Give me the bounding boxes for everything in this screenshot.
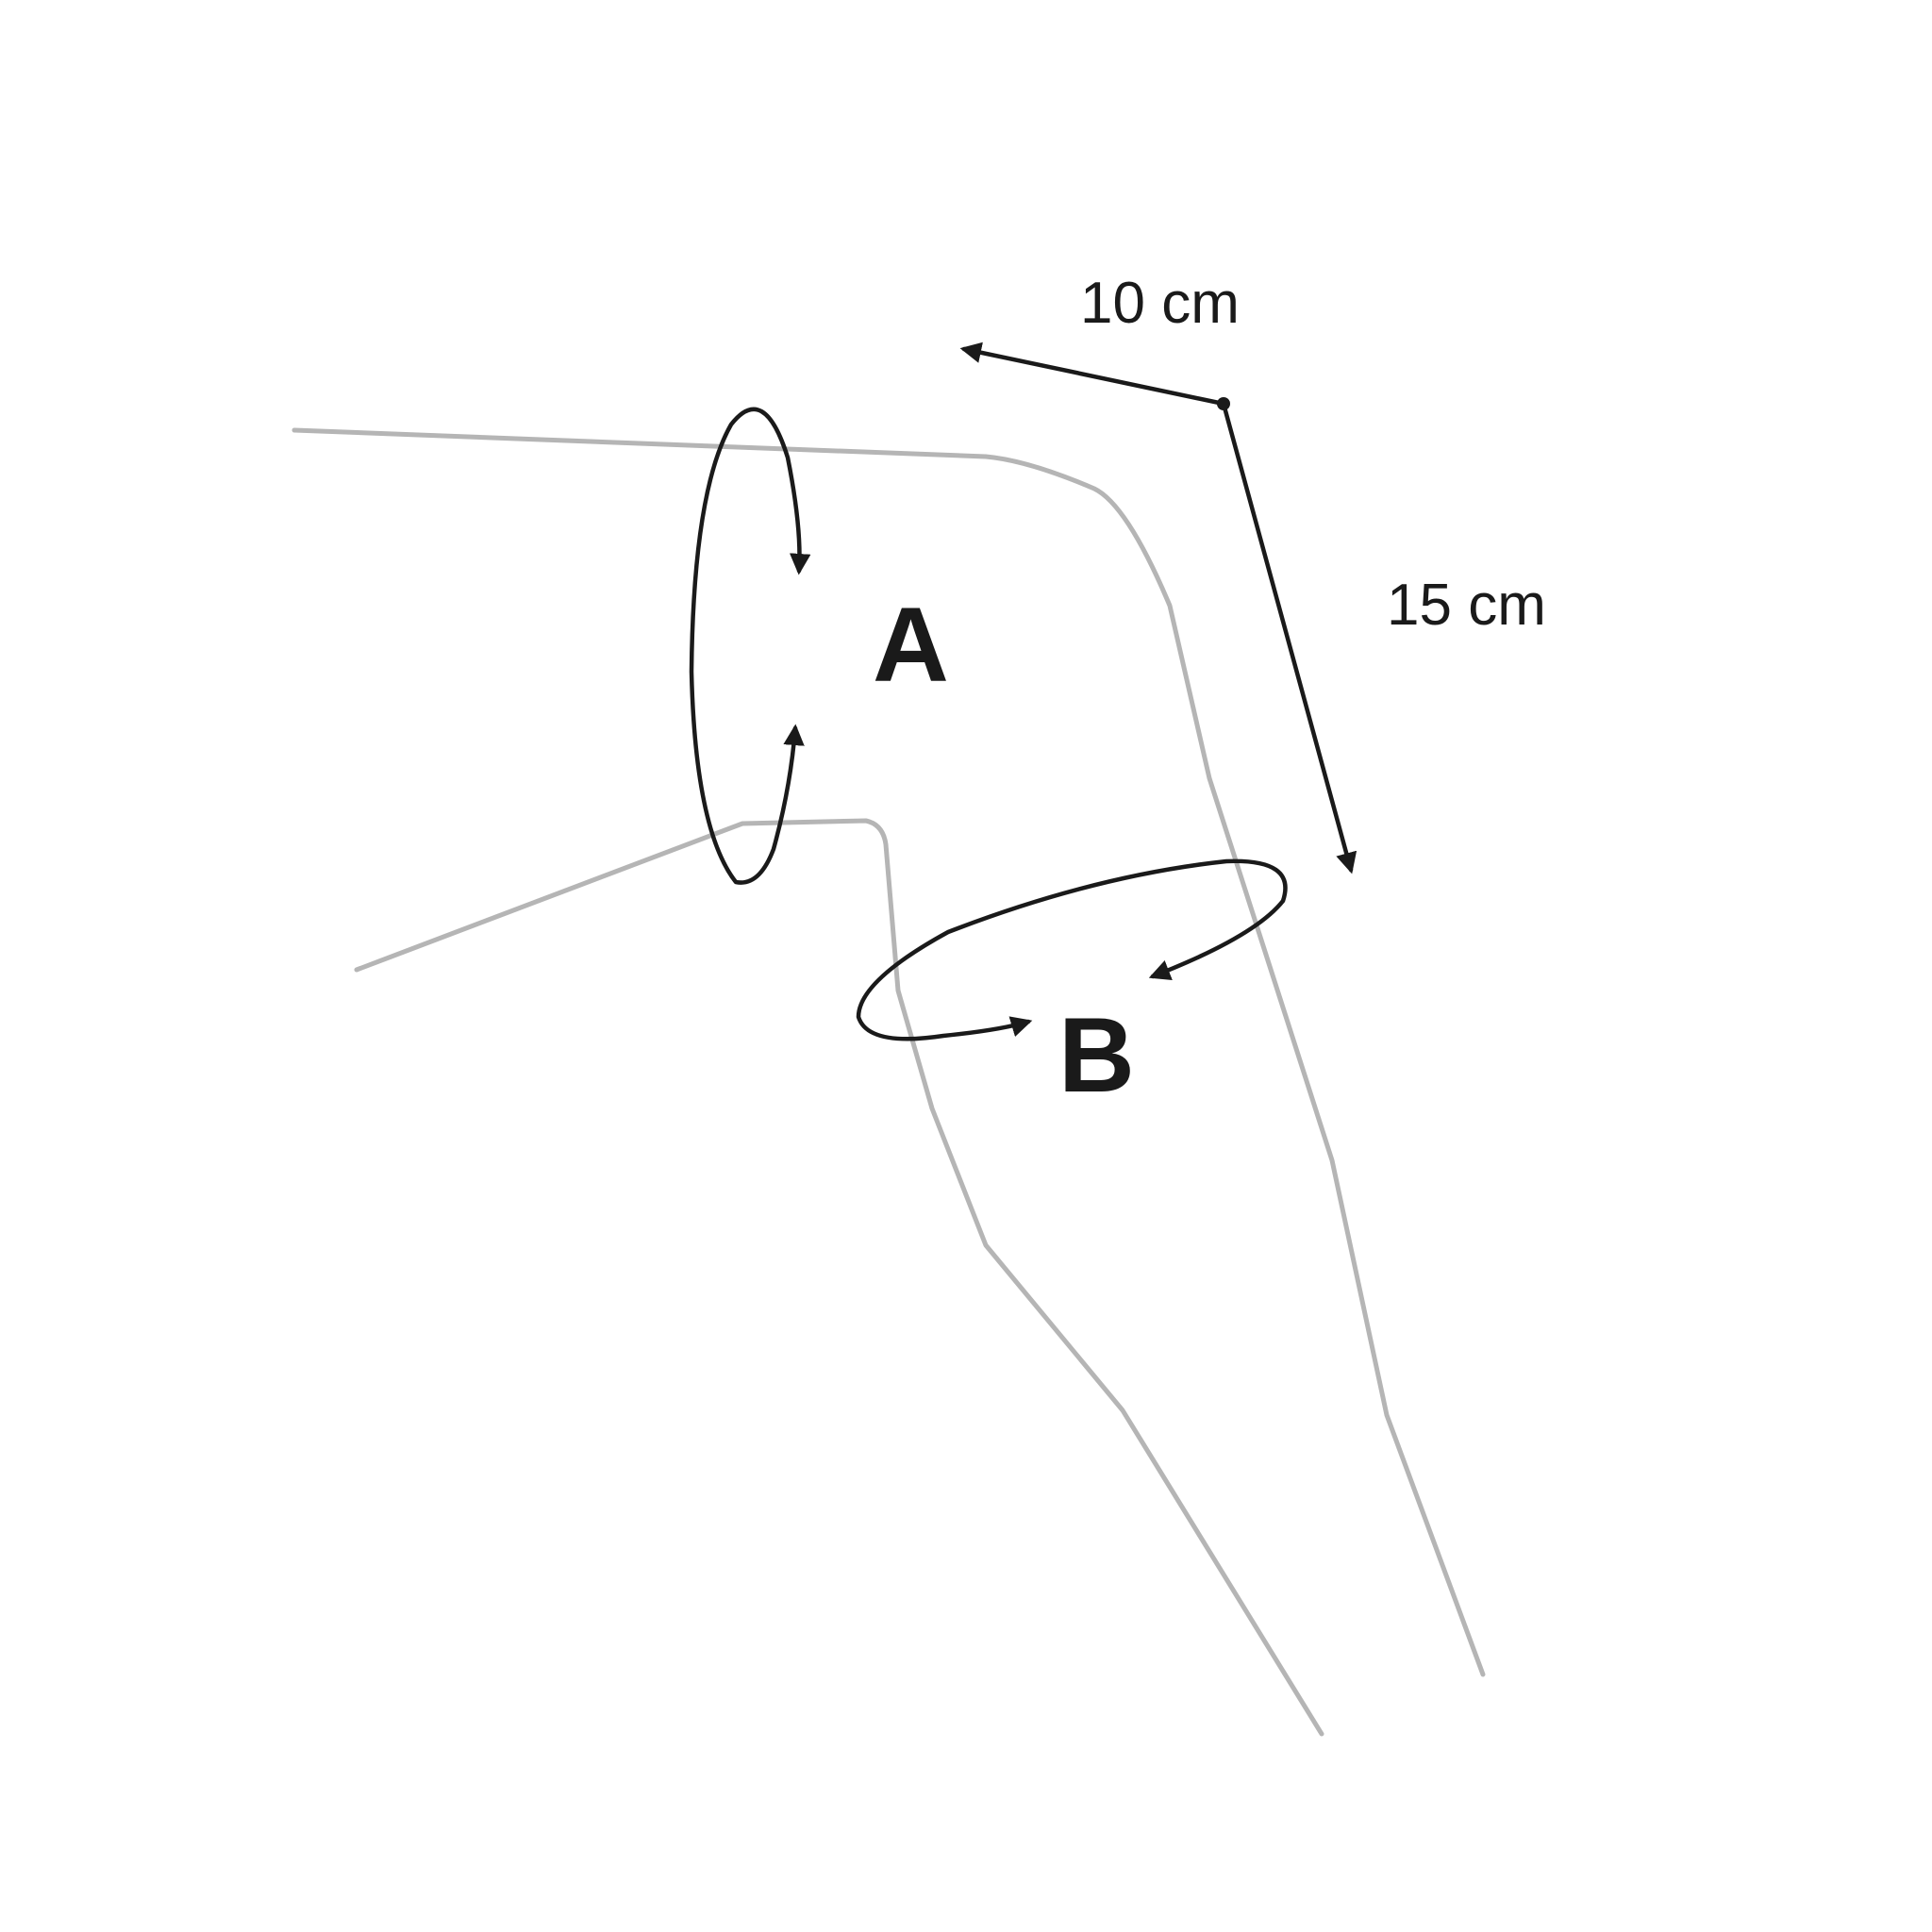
dimension-origin-dot [1217, 397, 1230, 410]
circumference-a-loop [689, 407, 811, 885]
dimension-line-lower [1221, 401, 1357, 874]
dimension-label-lower: 15 cm [1387, 573, 1546, 638]
circumference-b: B [856, 858, 1288, 1114]
leg-outline [291, 427, 1486, 1737]
dimension-line-upper [959, 341, 1226, 407]
dimension-lines: 10 cm 15 cm [959, 271, 1546, 874]
circumference-a: A [689, 407, 949, 885]
thigh-top-and-shin-front-outline [291, 427, 1486, 1677]
label-a: A [873, 586, 949, 704]
label-b: B [1058, 996, 1135, 1114]
dimension-label-upper: 10 cm [1080, 271, 1240, 336]
thigh-bottom-and-calf-outline [354, 818, 1324, 1737]
circumference-b-loop [856, 858, 1288, 1041]
